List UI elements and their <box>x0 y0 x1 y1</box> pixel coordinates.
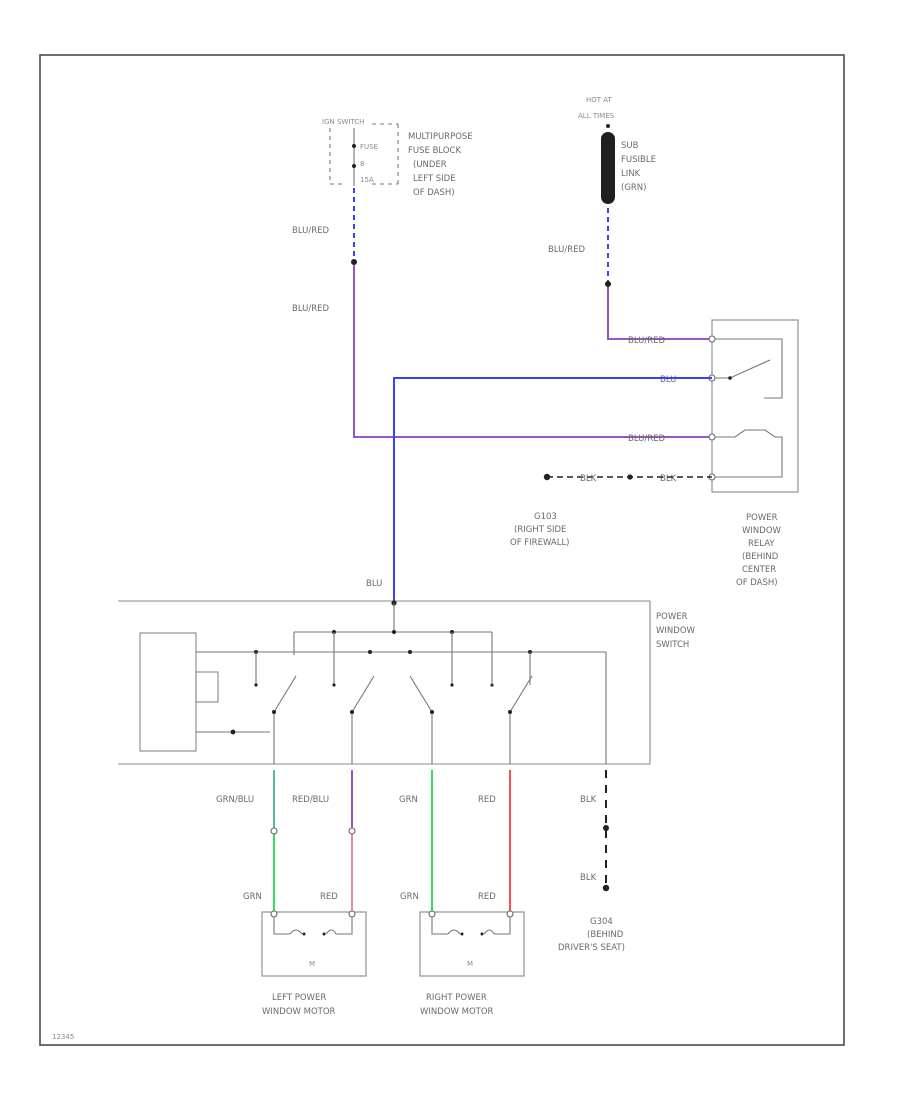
out-2-top-label: RED/BLU <box>292 795 329 805</box>
out-4-bottom-label: RED <box>478 892 496 902</box>
out-3-top-label: GRN <box>399 795 418 805</box>
out-2-bottom-label: RED <box>320 892 338 902</box>
relay-wire-4-label: BLK <box>660 474 677 484</box>
switch-box <box>118 600 651 765</box>
switch-feed-wire-label: BLU <box>366 579 382 589</box>
out-3-bottom-label: GRN <box>400 892 419 902</box>
left-motor-name-2: WINDOW MOTOR <box>262 1007 336 1017</box>
left-motor-symbol: M <box>309 960 315 968</box>
relay-ground-wire-label: BLK <box>580 474 597 484</box>
wire-ign-top-label: BLU/RED <box>292 226 330 236</box>
relay-name-2: WINDOW <box>742 526 782 536</box>
relay-name-6: OF DASH) <box>736 578 778 588</box>
fusible-name-2: FUSIBLE <box>621 155 656 165</box>
relay-wire-3-label: BLU/RED <box>628 434 666 444</box>
switch-name-3: SWITCH <box>656 640 689 650</box>
ground-g304-1: G304 <box>590 917 613 927</box>
right-motor-name-2: WINDOW MOTOR <box>420 1007 494 1017</box>
fusible-link-body <box>601 132 615 204</box>
wire-ign-purple <box>353 265 712 438</box>
fuse-block-label-1: MULTIPURPOSE <box>408 132 473 142</box>
out-1-top-label: GRN/BLU <box>216 795 254 805</box>
fuse-block-label-3: (UNDER <box>413 160 447 170</box>
relay-wire-1-label: BLU/RED <box>628 336 666 346</box>
out-5-bottom-label: BLK <box>580 873 597 883</box>
switch-module <box>139 632 197 752</box>
fuse-pos-3: 15A <box>360 176 374 184</box>
fuse-block-label-2: FUSE BLOCK <box>408 146 461 156</box>
relay-name-3: RELAY <box>748 539 775 549</box>
relay-name-1: POWER <box>746 513 778 523</box>
fusible-name-1: SUB <box>621 141 639 151</box>
hot-label-1: HOT AT <box>586 96 613 104</box>
fuse-pos-2: 8 <box>360 160 364 168</box>
wire-ign-bottom-label: BLU/RED <box>292 304 330 314</box>
ignition-switch-label: IGN SWITCH <box>322 118 364 126</box>
relay-ground-id-1: G103 <box>534 512 557 522</box>
out-5-top-label: BLK <box>580 795 597 805</box>
footer-code: 12345 <box>52 1033 74 1041</box>
right-window-motor: M <box>419 910 525 977</box>
ground-g304-3: DRIVER'S SEAT) <box>558 943 625 953</box>
fuse-pos-1: FUSE <box>360 143 378 151</box>
relay-wire-2-label: BLU <box>660 375 676 385</box>
relay-name-5: CENTER <box>742 565 776 575</box>
relay-ground-id-2: (RIGHT SIDE <box>514 525 566 535</box>
fuse-block-label-5: OF DASH) <box>413 188 455 198</box>
relay-box <box>711 319 799 493</box>
right-motor-name-1: RIGHT POWER <box>426 993 487 1003</box>
diagram-frame <box>39 54 845 1046</box>
fusible-name-3: LINK <box>621 169 641 179</box>
switch-name-1: POWER <box>656 612 688 622</box>
fusible-name-4: (GRN) <box>621 183 646 193</box>
relay-ground-id-3: OF FIREWALL) <box>510 538 570 548</box>
left-motor-name-1: LEFT POWER <box>272 993 326 1003</box>
switch-name-2: WINDOW <box>656 626 696 636</box>
wire-fusible-label: BLU/RED <box>548 245 586 255</box>
switch-blades <box>254 655 533 764</box>
fusible-link-group: HOT AT ALL TIMES SUB FUSIBLE LINK (GRN) <box>578 96 656 204</box>
out-1-bottom-label: GRN <box>243 892 262 902</box>
ignition-fuse-group: IGN SWITCH FUSE 8 15A MULTIPURPOSE FUSE … <box>322 118 473 198</box>
left-window-motor: M <box>261 910 367 977</box>
out-4-top-label: RED <box>478 795 496 805</box>
fuse-block-label-4: LEFT SIDE <box>413 174 456 184</box>
wire-blu-feed <box>393 377 712 603</box>
wire-fusible-purple <box>607 287 712 340</box>
hot-label-2: ALL TIMES <box>578 112 615 120</box>
ground-g304-2: (BEHIND <box>587 930 624 940</box>
relay-name-4: (BEHIND <box>742 552 779 562</box>
right-motor-symbol: M <box>467 960 473 968</box>
